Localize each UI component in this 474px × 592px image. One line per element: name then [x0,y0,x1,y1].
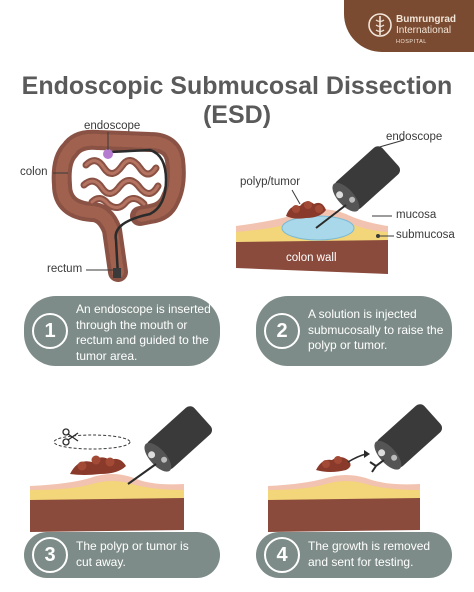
logo-line-1: Bumrungrad [396,14,456,25]
scissors-icon [62,428,79,446]
label-endoscope-injection: endoscope [386,131,443,143]
step-4-text: The growth is removed and sent for testi… [308,539,431,569]
step-3-text: The polyp or tumor is cut away. [76,539,189,569]
step-4-card: 4 The growth is removed and sent for tes… [256,532,452,578]
logo-line-3: HOSPITAL [396,39,427,45]
label-submucosa: submucosa [396,229,455,241]
step-1-card: 1 An endoscope is inserted through the m… [24,296,220,366]
step-1-text: An endoscope is inserted through the mou… [76,302,211,363]
page-title: Endoscopic Submucosal Dissection (ESD) [21,72,453,129]
label-colon-wall: colon wall [286,252,337,264]
logo-line-2: International [396,25,452,36]
label-mucosa: mucosa [396,209,437,221]
label-rectum: rectum [47,263,83,275]
step-2-card: 2 A solution is injected submucosally to… [256,296,452,366]
label-polyp-tumor: polyp/tumor [240,176,301,188]
step-2-text: A solution is injected submucosally to r… [308,307,444,352]
step-3-card: 3 The polyp or tumor is cut away. [24,532,220,578]
caduceus-icon [368,13,392,37]
hospital-logo: Bumrungrad International HOSPITAL [344,0,474,52]
step-1-number: 1 [32,313,68,349]
label-endoscope-colon: endoscope [84,120,141,132]
logo-text: Bumrungrad International HOSPITAL [396,14,456,48]
step-3-number: 3 [32,537,68,573]
label-colon: colon [20,166,48,178]
step-2-number: 2 [264,313,300,349]
step-4-number: 4 [264,537,300,573]
